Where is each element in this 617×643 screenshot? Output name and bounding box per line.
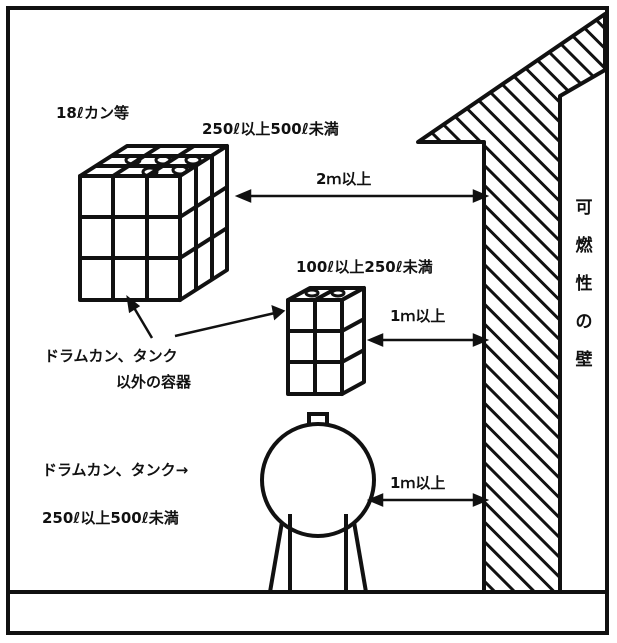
label-range-100-250: 100ℓ以上250ℓ未満 bbox=[296, 258, 433, 276]
label-distance-1m-mid: 1ｍ以上 bbox=[390, 307, 446, 325]
label-distance-1m-bottom: 1ｍ以上 bbox=[390, 474, 446, 492]
arrows bbox=[126, 189, 490, 507]
wall-char-4: の bbox=[575, 312, 593, 332]
wall-label: 可 燃 性 の 壁 bbox=[572, 200, 596, 390]
label-other-containers-line1: ドラムカン、タンク bbox=[44, 347, 178, 365]
label-drum-tank: ドラムカン、タンク→ bbox=[42, 461, 189, 479]
wall-char-2: 燃 bbox=[575, 236, 593, 256]
label-range-250-500-top: 250ℓ以上500ℓ未満 bbox=[202, 120, 339, 138]
can-stack-large bbox=[78, 144, 229, 302]
wall-char-3: 性 bbox=[575, 274, 593, 294]
can-stack-medium bbox=[286, 286, 366, 396]
medium-can-caps bbox=[304, 288, 346, 298]
label-other-containers-line2: 以外の容器 bbox=[116, 373, 192, 391]
combustible-wall bbox=[416, 12, 607, 594]
wall-char-1: 可 bbox=[575, 198, 593, 218]
drum-tank bbox=[260, 412, 376, 593]
label-range-250-500-bottom: 250ℓ以上500ℓ未満 bbox=[42, 509, 179, 527]
can-caps bbox=[124, 154, 202, 178]
label-18l-can: 18ℓカン等 bbox=[56, 104, 129, 122]
label-distance-2m: 2ｍ以上 bbox=[316, 170, 372, 188]
wall-char-5: 壁 bbox=[575, 350, 593, 370]
